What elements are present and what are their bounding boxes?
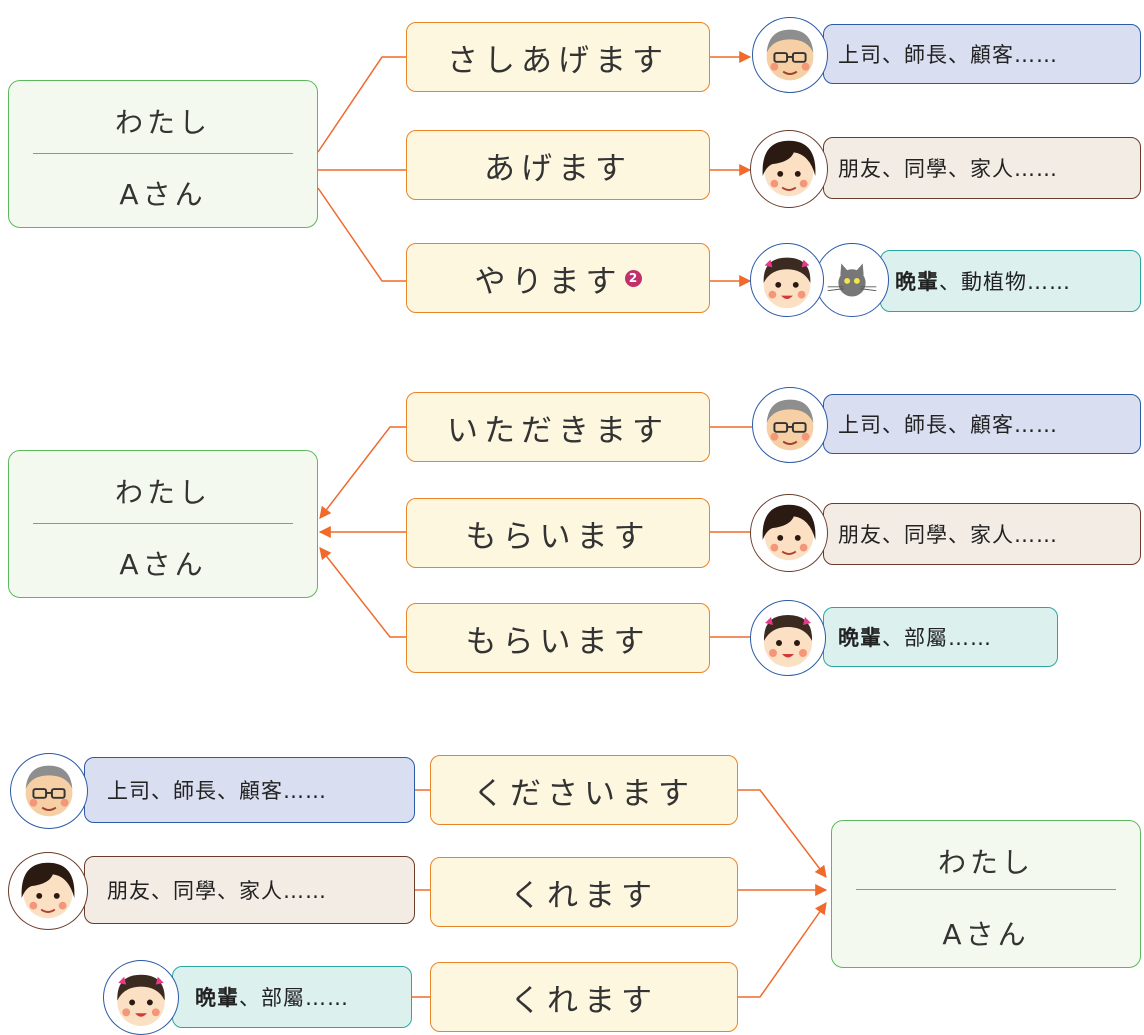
elderly-man-icon xyxy=(752,387,828,463)
verb-text: やります xyxy=(474,263,623,300)
label-peers: 朋友、同學、家人…… xyxy=(84,856,415,924)
arrow xyxy=(738,902,827,998)
actor-name: わたし xyxy=(114,106,211,139)
verb-text: くれます xyxy=(510,877,658,914)
verb-text: くださいます xyxy=(473,775,695,812)
verb-box-sashiagemasu: さしあげます xyxy=(406,22,710,92)
actor-box-receiver: わたし Aさん xyxy=(8,450,318,598)
label-juniors: 晩輩、部屬…… xyxy=(823,607,1058,667)
verb-box-moraimasu: もらいます xyxy=(406,498,710,568)
label-peers: 朋友、同學、家人…… xyxy=(823,503,1141,565)
girl-icon xyxy=(750,600,826,676)
verb-text: あげます xyxy=(484,150,632,187)
label-juniors-plants-animals: 晩輩、動植物…… xyxy=(880,250,1141,312)
label-lead: 晩輩 xyxy=(195,986,239,1010)
actor-divider xyxy=(33,153,293,154)
actor-box-giver: わたし Aさん xyxy=(8,80,318,228)
label-juniors: 晩輩、部屬…… xyxy=(172,966,412,1028)
actor-name: わたし xyxy=(937,846,1034,879)
verb-box-kudasaimasu: くださいます xyxy=(430,755,738,825)
connector-line xyxy=(317,56,406,153)
connector-line xyxy=(317,187,406,282)
elderly-man-icon xyxy=(752,17,828,93)
verb-box-agemasu: あげます xyxy=(406,130,710,200)
label-superiors: 上司、師長、顧客…… xyxy=(84,757,415,823)
label-lead: 晩輩 xyxy=(838,626,882,650)
verb-text: もらいます xyxy=(465,518,651,555)
verb-text: さしあげます xyxy=(447,42,669,79)
verb-box-kuremasu: くれます xyxy=(430,857,738,927)
label-rest: 、部屬…… xyxy=(239,986,349,1010)
verb-box-kuremasu: くれます xyxy=(430,962,738,1032)
actor-divider xyxy=(856,889,1116,890)
verb-box-itadakimasu: いただきます xyxy=(406,392,710,462)
label-superiors: 上司、師長、顧客…… xyxy=(823,24,1141,84)
woman-icon xyxy=(750,494,828,572)
arrow xyxy=(319,426,406,519)
label-rest: 、部屬…… xyxy=(882,626,992,650)
elderly-man-icon xyxy=(10,753,88,829)
cat-icon xyxy=(815,243,889,317)
verb-text: くれます xyxy=(510,982,658,1019)
actor-subname: Aさん xyxy=(942,918,1030,951)
label-lead: 晩輩 xyxy=(895,270,939,294)
note-badge: 2 xyxy=(624,269,642,287)
verb-text: もらいます xyxy=(465,623,651,660)
arrow xyxy=(319,547,406,638)
woman-icon xyxy=(750,130,828,208)
girl-icon xyxy=(750,243,824,317)
actor-box-recipient: わたし Aさん xyxy=(831,820,1141,968)
label-peers: 朋友、同學、家人…… xyxy=(823,137,1141,199)
label-rest: 、動植物…… xyxy=(939,270,1071,294)
actor-subname: Aさん xyxy=(119,178,207,211)
girl-icon xyxy=(103,960,179,1035)
label-superiors: 上司、師長、顧客…… xyxy=(823,394,1141,454)
arrow xyxy=(738,789,827,878)
actor-name: わたし xyxy=(114,476,211,509)
woman-icon xyxy=(8,852,88,930)
actor-subname: Aさん xyxy=(119,548,207,581)
verb-box-moraimasu: もらいます xyxy=(406,603,710,673)
verb-text: いただきます xyxy=(447,412,669,449)
actor-divider xyxy=(33,523,293,524)
